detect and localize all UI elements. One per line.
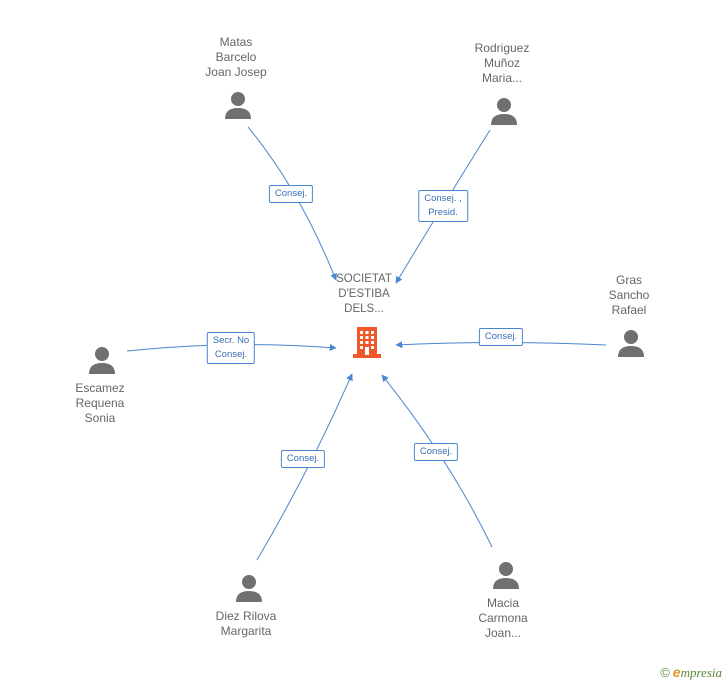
person-name-matas[interactable]: Matas Barcelo Joan Josep <box>176 35 296 80</box>
role-text: Consej. , <box>424 193 462 204</box>
person-name-line: Macia <box>486 596 519 610</box>
person-name-line: Escamez <box>75 381 125 395</box>
edge-label-escamez[interactable]: Secr. No Consej. <box>206 332 256 364</box>
edge-label-matas[interactable]: Consej. <box>268 185 314 203</box>
person-name-line: Requena <box>75 396 125 410</box>
copyright-icon: © <box>660 665 670 680</box>
edge-diez <box>256 373 353 561</box>
role-text: Consej. <box>419 446 453 457</box>
person-icon[interactable] <box>489 96 519 126</box>
role-text: Consej. <box>274 188 308 199</box>
person-name-macia[interactable]: Macia Carmona Joan... <box>443 596 563 641</box>
person-icon[interactable] <box>491 560 521 590</box>
person-name-escamez[interactable]: Escamez Requena Sonia <box>40 381 160 426</box>
brand-initial: e <box>672 664 681 680</box>
edge-macia <box>381 374 493 548</box>
person-name-line: Rodriguez <box>474 41 530 55</box>
person-name-line: Barcelo <box>215 50 257 64</box>
edge-label-diez[interactable]: Consej. <box>280 450 326 468</box>
role-text: Consej. <box>286 453 320 464</box>
person-name-gras[interactable]: Gras Sancho Rafael <box>569 273 689 318</box>
company-name[interactable]: SOCIETAT D'ESTIBA DELS... <box>304 272 424 317</box>
edge-label-macia[interactable]: Consej. <box>413 443 459 461</box>
company-name-line: SOCIETAT <box>336 273 392 285</box>
person-name-line: Joan Josep <box>205 65 267 79</box>
person-name-line: Maria... <box>481 71 522 85</box>
role-text: Presid. <box>428 207 458 218</box>
company-name-line: D'ESTIBA <box>338 288 390 300</box>
building-icon[interactable] <box>352 325 382 359</box>
role-text: Secr. No <box>212 335 250 346</box>
person-icon[interactable] <box>87 345 117 375</box>
brand-name: mpresia <box>680 665 722 680</box>
person-icon[interactable] <box>234 573 264 603</box>
person-icon[interactable] <box>616 328 646 358</box>
person-name-line: Sancho <box>608 288 650 302</box>
person-name-line: Muñoz <box>483 56 521 70</box>
role-text: Consej. <box>214 349 248 360</box>
copyright-brand[interactable]: © empresia <box>660 664 722 681</box>
person-name-line: Sonia <box>84 411 116 425</box>
role-text: Consej. <box>484 331 518 342</box>
person-name-line: Rafael <box>611 303 647 317</box>
person-name-line: Gras <box>615 273 642 287</box>
edge-matas <box>247 126 337 281</box>
person-name-line: Joan... <box>484 626 522 640</box>
edge-label-rodriguez[interactable]: Consej. , Presid. <box>418 190 468 222</box>
person-name-line: Carmona <box>478 611 528 625</box>
person-name-line: Matas <box>219 35 253 49</box>
person-icon[interactable] <box>223 90 253 120</box>
person-name-line: Diez Rilova <box>215 609 277 623</box>
brand-logo: empresia <box>673 664 722 681</box>
person-name-diez[interactable]: Diez Rilova Margarita <box>186 609 306 639</box>
company-name-line: DELS... <box>344 303 384 315</box>
person-name-rodriguez[interactable]: Rodriguez Muñoz Maria... <box>442 41 562 86</box>
edge-label-gras[interactable]: Consej. <box>478 328 524 346</box>
person-name-line: Margarita <box>220 624 272 638</box>
